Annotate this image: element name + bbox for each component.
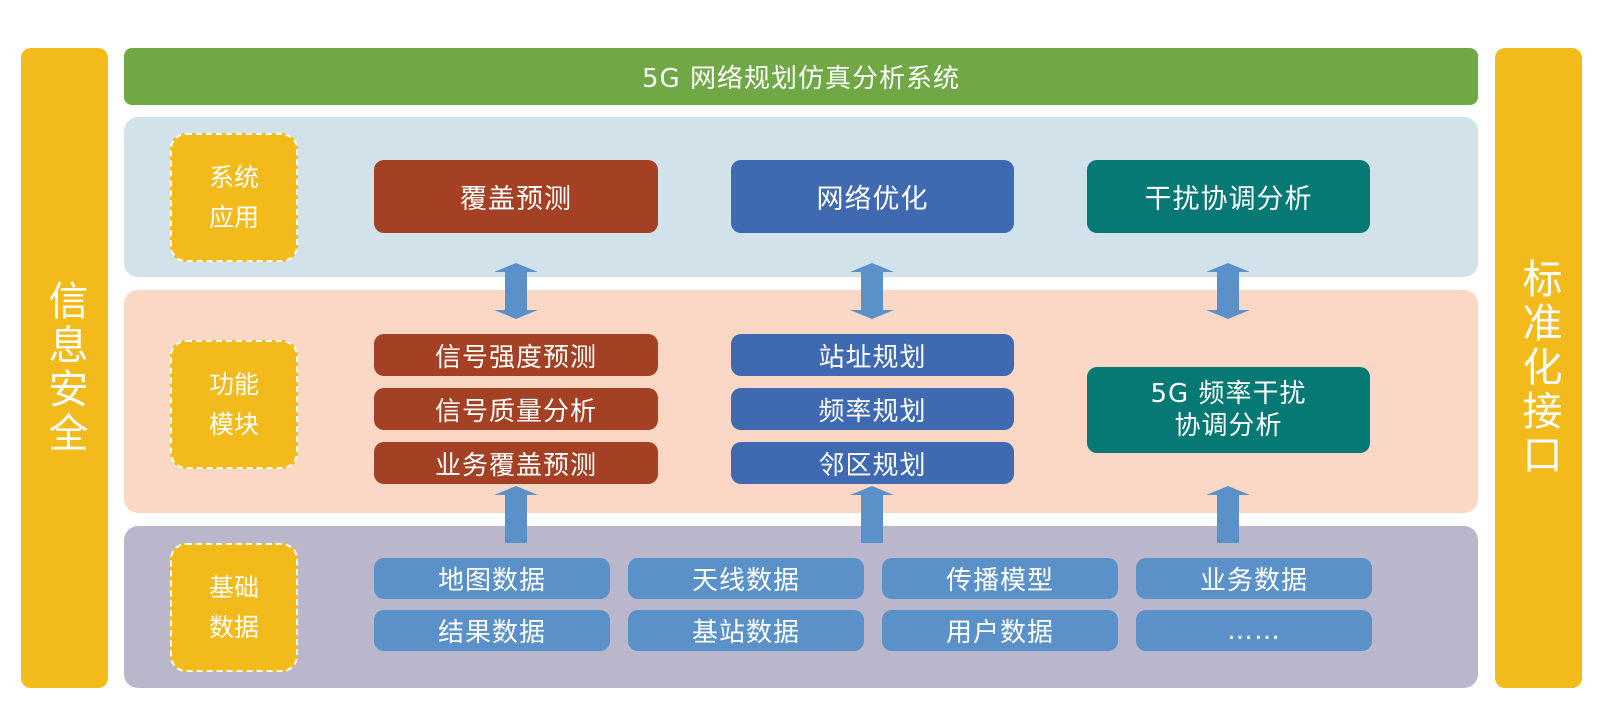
service-coverage-prediction-box: 业务覆盖预测 <box>374 442 658 484</box>
system-title: 5G 网络规划仿真分析系统 <box>642 64 960 94</box>
box-label: 传播模型 <box>945 566 1054 596</box>
system-title-bar: 5G 网络规划仿真分析系统 <box>124 48 1478 105</box>
box-label: 邻区规划 <box>818 450 927 481</box>
standard-interface-bar: 标准化接口 <box>1495 48 1582 688</box>
box-label: 站址规划 <box>818 342 927 373</box>
box-label: …… <box>1227 615 1281 646</box>
label-line: 基础 <box>208 572 259 602</box>
box-label: 业务覆盖预测 <box>434 450 597 481</box>
signal-quality-analysis-box: 信号质量分析 <box>374 388 658 430</box>
frequency-planning-box: 频率规划 <box>731 388 1014 430</box>
label-line: 数据 <box>208 612 259 642</box>
label-line: 功能 <box>208 369 259 399</box>
information-security-bar: 信息安全 <box>21 48 108 688</box>
neighbor-planning-box: 邻区规划 <box>731 442 1014 484</box>
application-layer-label: 系统 应用 <box>170 133 298 262</box>
standard-interface-label: 标准化接口 <box>1515 258 1562 478</box>
user-data-box: 用户数据 <box>882 610 1118 651</box>
function-layer-label: 功能 模块 <box>170 340 298 469</box>
data-layer-band <box>124 526 1478 688</box>
information-security-label: 信息安全 <box>41 280 88 456</box>
box-label: 业务数据 <box>1199 566 1308 596</box>
box-label: 网络优化 <box>816 184 929 215</box>
box-label-line: 协调分析 <box>1174 411 1283 441</box>
5g-frequency-interference-box: 5G 频率干扰 协调分析 <box>1087 367 1370 453</box>
data-layer-label: 基础 数据 <box>170 543 298 672</box>
network-optimization-box: 网络优化 <box>731 160 1014 233</box>
box-label: 地图数据 <box>437 566 546 596</box>
more-data-box: …… <box>1136 610 1372 651</box>
interference-coordination-box: 干扰协调分析 <box>1087 160 1370 233</box>
service-data-box: 业务数据 <box>1136 558 1372 599</box>
base-station-data-box: 基站数据 <box>628 610 864 651</box>
label-line: 系统 <box>208 162 259 192</box>
up-arrow-icon <box>1206 486 1250 543</box>
label-line: 模块 <box>208 409 259 439</box>
box-label: 用户数据 <box>945 618 1054 648</box>
coverage-prediction-box: 覆盖预测 <box>374 160 658 233</box>
map-data-box: 地图数据 <box>374 558 610 599</box>
result-data-box: 结果数据 <box>374 610 610 651</box>
box-label: 基站数据 <box>691 618 800 648</box>
box-label: 信号质量分析 <box>434 396 597 427</box>
box-label: 天线数据 <box>691 566 800 596</box>
box-label: 干扰协调分析 <box>1144 184 1313 215</box>
box-label: 频率规划 <box>818 396 927 427</box>
label-line: 应用 <box>208 202 259 232</box>
propagation-model-box: 传播模型 <box>882 558 1118 599</box>
up-arrow-icon <box>494 486 538 543</box>
site-planning-box: 站址规划 <box>731 334 1014 376</box>
box-label: 结果数据 <box>437 618 546 648</box>
up-arrow-icon <box>850 486 894 543</box>
double-arrow-icon <box>494 263 538 319</box>
box-label: 信号强度预测 <box>434 342 597 373</box>
antenna-data-box: 天线数据 <box>628 558 864 599</box>
double-arrow-icon <box>1206 263 1250 319</box>
double-arrow-icon <box>850 263 894 319</box>
signal-strength-prediction-box: 信号强度预测 <box>374 334 658 376</box>
box-label: 覆盖预测 <box>460 184 572 215</box>
box-label-line: 5G 频率干扰 <box>1150 379 1307 409</box>
